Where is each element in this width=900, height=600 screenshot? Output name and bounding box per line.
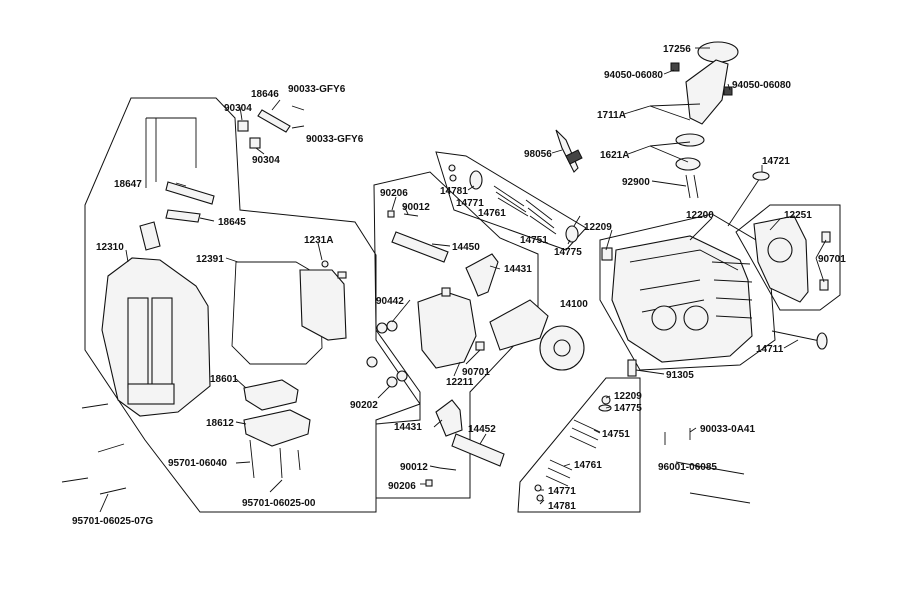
label-14781-upper: 14781: [440, 186, 468, 197]
label-18612: 18612: [206, 418, 234, 429]
label-94050-a: 94050-06080: [604, 70, 663, 81]
label-1711A: 1711A: [597, 110, 626, 121]
label-14771-lower: 14771: [548, 486, 576, 497]
valve-lower-frame: [517, 377, 641, 513]
label-14431-upper: 14431: [504, 264, 532, 275]
label-12200: 12200: [686, 210, 714, 221]
label-14751-upper: 14751: [520, 235, 548, 246]
label-94050-b: 94050-06080: [732, 80, 791, 91]
cover-gasket: [231, 260, 347, 365]
label-14761-lower: 14761: [574, 460, 602, 471]
label-14450: 14450: [452, 242, 480, 253]
label-1231A: 1231A: [304, 235, 333, 246]
label-18646: 18646: [251, 89, 279, 100]
label-90012-upper: 90012: [402, 202, 430, 213]
cover-group-frame: [84, 97, 421, 513]
label-95701-06025-00: 95701-06025-00: [242, 498, 316, 509]
label-18645: 18645: [218, 217, 246, 228]
label-12310: 12310: [96, 242, 124, 253]
valve-spring-upper: [448, 164, 579, 243]
label-95701-06025-07G: 95701-06025-07G: [72, 516, 153, 527]
valve-exhaust: [727, 171, 770, 227]
label-90033-0A41: 90033-0A41: [700, 424, 755, 435]
label-14781-lower: 14781: [548, 501, 576, 512]
label-18601: 18601: [210, 374, 238, 385]
label-91305: 91305: [666, 370, 694, 381]
label-90033-gfy6-a: 90033-GFY6: [288, 84, 346, 95]
label-90701-right: 90701: [818, 254, 846, 265]
label-90206-upper: 90206: [380, 188, 408, 199]
label-14775-lower: 14775: [614, 403, 642, 414]
part-labels: 17256 94050-06080 94050-06080 1711A 1621…: [72, 44, 846, 527]
leader-lines: [99, 47, 827, 513]
head-bolts: [664, 428, 751, 504]
label-12251: 12251: [784, 210, 812, 221]
label-14721: 14721: [762, 156, 790, 167]
cover-plates: [243, 379, 311, 479]
rocker-group-frame: [373, 171, 539, 499]
oil-pipe: [139, 117, 215, 251]
valve-intake: [771, 330, 828, 350]
label-14751-lower: 14751: [602, 429, 630, 440]
cylinder-head: [601, 235, 753, 377]
label-90012-lower: 90012: [400, 462, 428, 473]
label-90442: 90442: [376, 296, 404, 307]
label-90701-mid: 90701: [462, 367, 490, 378]
label-14100: 14100: [560, 299, 588, 310]
label-14771-upper: 14771: [456, 198, 484, 209]
label-12211: 12211: [446, 377, 474, 388]
rocker-parts: [366, 210, 505, 487]
label-12209-upper: 12209: [584, 222, 612, 233]
valve-spring-lower: [534, 395, 612, 502]
label-90206-lower: 90206: [388, 481, 416, 492]
head-gasket: [753, 215, 831, 303]
camshaft: [489, 299, 585, 371]
label-96001: 96001-06085: [658, 462, 717, 473]
label-17256: 17256: [663, 44, 691, 55]
label-14431-lower: 14431: [394, 422, 422, 433]
label-1621A: 1621A: [600, 150, 629, 161]
label-14761-upper: 14761: [478, 208, 506, 219]
gasket-group-frame: [735, 204, 841, 311]
label-12209-lower: 12209: [614, 391, 642, 402]
label-90033-gfy6-b: 90033-GFY6: [306, 134, 364, 145]
pipe-bolts: [237, 105, 305, 149]
label-98056: 98056: [524, 149, 552, 160]
head-group-frame: [599, 213, 776, 371]
label-90304-b: 90304: [252, 155, 280, 166]
cover-bolts: [61, 403, 127, 495]
head-cover: [101, 257, 211, 417]
label-92900: 92900: [622, 177, 650, 188]
label-14775-upper: 14775: [554, 247, 582, 258]
label-90304-a: 90304: [224, 103, 252, 114]
label-95701-06040: 95701-06040: [168, 458, 227, 469]
label-14711: 14711: [756, 344, 784, 355]
intake-manifold: [670, 41, 739, 199]
label-18647: 18647: [114, 179, 142, 190]
label-14452: 14452: [468, 424, 496, 435]
spark-plug: [555, 129, 583, 173]
label-12391: 12391: [196, 254, 224, 265]
label-90202: 90202: [350, 400, 378, 411]
